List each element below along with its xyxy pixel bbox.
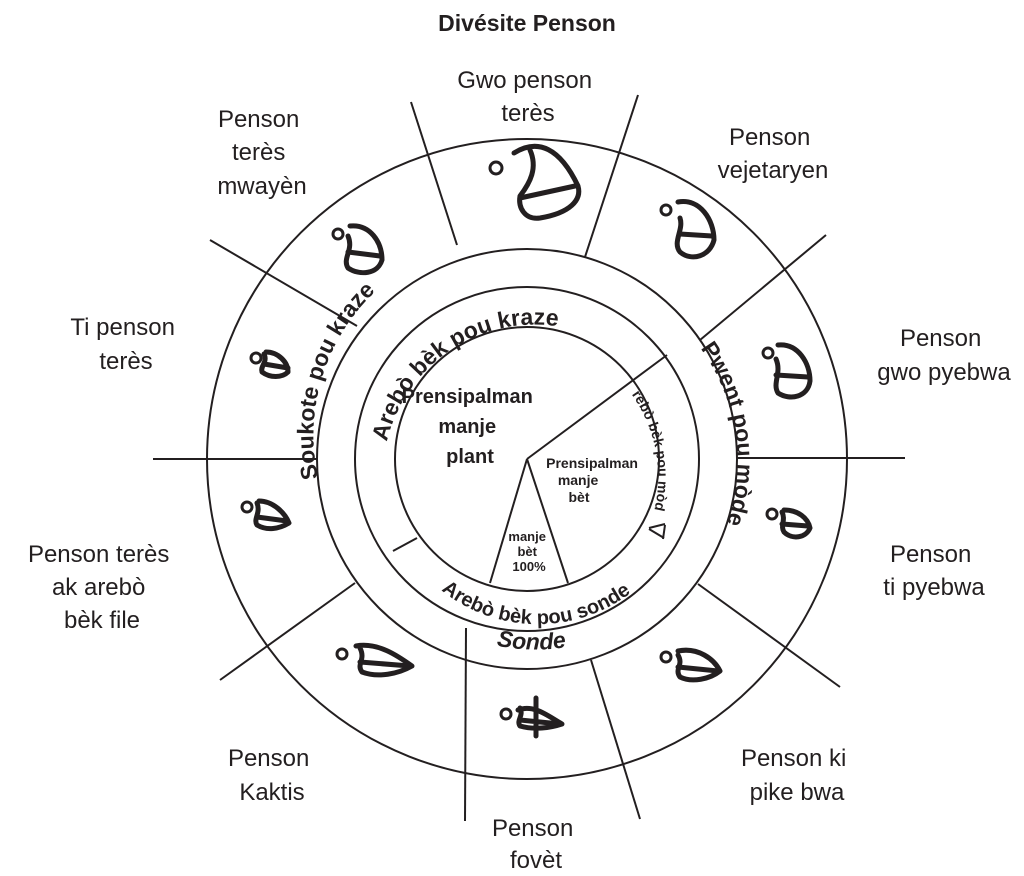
ring-label-pwent-pou-mode: Pwent pou mòde [696, 337, 758, 530]
label-penson-kaktis: Penson Kaktis [228, 745, 316, 806]
finch-beak-vegetarian-icon [659, 199, 717, 260]
label-penson-teres-ak-arebo: Penson terès ak arebò bèk file [28, 541, 176, 634]
inner-ring [354, 286, 700, 632]
label-penson-teres-mwayen: Penson terès mwayèn [217, 106, 306, 200]
center-ring [394, 326, 660, 592]
center-label-plant: Prensipalman manje plant [402, 386, 539, 468]
label-penson-fovet: Penson fovèt [492, 815, 580, 874]
ring-label-sonde: Sonde [496, 625, 568, 655]
label-penson-ki-pike-bwa: Penson ki pike bwa [741, 745, 853, 806]
label-penson-ti-pyebwa: Penson ti pyebwa [883, 541, 985, 601]
label-gwo-penson-teres: Gwo penson terès [457, 67, 598, 127]
finch-beak-sharp-icon [240, 498, 292, 532]
finch-beak-small-ground-icon [249, 349, 291, 379]
finch-beak-small-tree-icon [765, 507, 813, 540]
diagram-title: Divésite Penson [438, 10, 616, 36]
finch-beak-illustrations [240, 143, 813, 739]
center-label-bet-100: manje bèt 100% [508, 529, 549, 574]
finch-beak-woodpecker-icon [659, 647, 723, 683]
finch-beak-large-icon [488, 143, 582, 221]
outer-spokes [153, 94, 905, 822]
inner-dividers [392, 354, 668, 584]
finch-beak-cactus-icon [335, 642, 415, 678]
finch-beak-large-tree-icon [761, 342, 813, 400]
outer-labels: Gwo penson terès Penson vejetaryen Penso… [28, 67, 1011, 874]
finch-beak-medium-ground-icon [331, 223, 385, 276]
center-label-bet: Prensipalman manje bèt [546, 455, 642, 505]
finch-beak-warbler-icon [499, 695, 565, 739]
ring-label-soukote: Soukote pou kraze [292, 276, 379, 482]
label-penson-vejetaryen: Penson vejetaryen [718, 124, 829, 184]
label-penson-gwo-pyebwa: Penson gwo pyebwa [877, 325, 1011, 386]
label-ti-penson-teres: Ti penson terès [70, 314, 181, 375]
